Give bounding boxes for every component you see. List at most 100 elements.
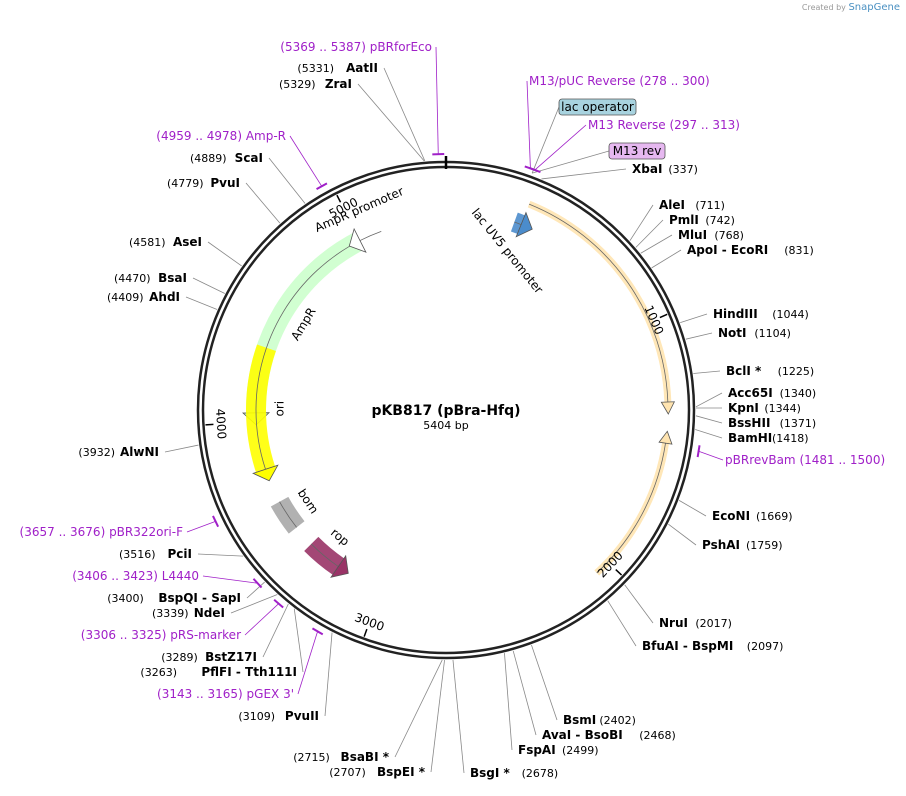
enzyme-name: AlwNI <box>120 445 159 459</box>
enzyme-leader <box>394 659 443 758</box>
feature-arrowhead <box>252 464 279 482</box>
enzyme-name: PvuII <box>285 709 319 723</box>
enzyme-leader <box>678 499 707 517</box>
enzyme-leader <box>293 608 304 673</box>
enzyme-name: ScaI <box>235 151 263 165</box>
enzyme-name: BamHI <box>728 431 772 445</box>
enzyme-name: ApoI - EcoRI <box>687 243 768 257</box>
enzyme-position: (711) <box>695 199 725 212</box>
enzyme-position: (2715) <box>293 751 330 764</box>
feature-box-label: lac operator <box>561 100 634 114</box>
enzyme-leader <box>430 659 445 773</box>
leader-layer <box>164 46 724 774</box>
enzyme-name: BsaI <box>158 271 187 285</box>
enzyme-leader <box>164 444 199 453</box>
enzyme-name: AhdI <box>149 290 180 304</box>
enzyme-name: ZraI <box>325 77 352 91</box>
primer-label: (5369 .. 5387) pBRforEco <box>280 40 432 54</box>
primer-range: (3306 .. 3325) <box>81 628 171 642</box>
primer-name: M13/pUC Reverse <box>529 74 639 88</box>
enzyme-leader <box>230 594 278 614</box>
enzyme-name: NotI <box>718 326 747 340</box>
enzyme-leader <box>541 168 627 180</box>
enzyme-leader <box>685 332 713 340</box>
enzyme-name: NdeI <box>194 606 225 620</box>
enzyme-name: PflFI - Tth111I <box>201 665 297 679</box>
enzyme-position: (1669) <box>756 510 793 523</box>
feature-arrowhead <box>348 227 367 253</box>
enzyme-leader <box>197 553 244 557</box>
feature-arrowhead <box>658 430 673 445</box>
enzyme-leader <box>324 632 333 717</box>
primer-leader <box>297 631 318 695</box>
enzyme-position: (1340) <box>780 387 817 400</box>
primer-leader <box>534 124 587 171</box>
primer-label: (3406 .. 3423) L4440 <box>72 569 199 583</box>
primer-leader <box>202 575 258 584</box>
feature-arc-insert <box>527 200 672 403</box>
enzyme-position: (1371) <box>780 417 817 430</box>
enzyme-name: Acc65I <box>728 386 773 400</box>
enzyme-leader <box>383 67 426 162</box>
feature-label: rop <box>328 525 352 548</box>
primer-label: M13/pUC Reverse (278 .. 300) <box>529 74 710 88</box>
enzyme-position: (1225) <box>778 365 815 378</box>
enzyme-name: PciI <box>168 547 193 561</box>
primer-mark <box>696 445 701 458</box>
enzyme-name: FspAI <box>518 743 556 757</box>
primer-leader <box>435 46 439 155</box>
enzyme-name: BstZ17I <box>205 650 257 664</box>
primer-name: Amp-R <box>246 129 286 143</box>
feature-box-label: M13 rev <box>613 144 662 158</box>
enzyme-position: (5331) <box>297 62 334 75</box>
enzyme-leader <box>651 249 682 269</box>
enzyme-position: (3932) <box>78 446 115 459</box>
primer-name: pBRforEco <box>370 40 432 54</box>
primer-leader <box>289 135 323 187</box>
primer-range: (3143 .. 3165) <box>157 687 247 701</box>
enzyme-position: (2499) <box>562 744 599 757</box>
enzyme-position: (2017) <box>695 617 732 630</box>
tick-mark <box>363 628 368 637</box>
enzyme-name: BsaBI * <box>341 750 390 764</box>
enzyme-name: BsmI <box>563 713 596 727</box>
enzyme-position: (1044) <box>772 308 809 321</box>
enzyme-position: (3109) <box>238 710 275 723</box>
tick-mark <box>615 569 623 576</box>
enzyme-name: AleI <box>659 198 685 212</box>
feature-box-lac-operator <box>558 98 637 116</box>
enzyme-name: PvuI <box>210 176 240 190</box>
enzyme-name: NruI <box>659 616 688 630</box>
enzyme-position: (3339) <box>152 607 189 620</box>
enzyme-leader <box>695 415 723 424</box>
feature-edge <box>255 347 267 470</box>
enzyme-leader <box>192 277 225 294</box>
enzyme-leader <box>680 313 708 324</box>
enzyme-leader <box>531 644 558 721</box>
primer-label: (4959 .. 4978) Amp-R <box>156 129 286 143</box>
feature-edge <box>528 203 669 403</box>
primer-range: (3657 .. 3676) <box>20 525 110 539</box>
enzyme-leader <box>357 83 425 162</box>
enzyme-position: (831) <box>784 244 814 257</box>
enzyme-leader <box>640 234 673 254</box>
primer-name: pBRrevBam <box>725 453 799 467</box>
feature-label: ori <box>272 401 286 417</box>
enzyme-position: (768) <box>714 229 744 242</box>
primer-label: (3143 .. 3165) pGEX 3' <box>157 687 294 701</box>
enzyme-leader <box>629 204 654 241</box>
feature-arrowhead <box>515 211 533 238</box>
enzyme-position: (2097) <box>747 640 784 653</box>
primer-range: (3406 .. 3423) <box>72 569 162 583</box>
enzyme-position: (4581) <box>129 236 166 249</box>
enzyme-name: BsgI * <box>470 766 511 780</box>
enzyme-position: (4889) <box>190 152 227 165</box>
enzyme-leader <box>452 659 465 774</box>
enzyme-name: MluI <box>678 228 707 242</box>
primer-leader <box>698 450 724 461</box>
enzyme-position: (1344) <box>764 402 801 415</box>
primer-mark <box>316 182 328 191</box>
primer-range: (4959 .. 4978) <box>156 129 246 143</box>
enzyme-name: BspEI * <box>377 765 426 779</box>
